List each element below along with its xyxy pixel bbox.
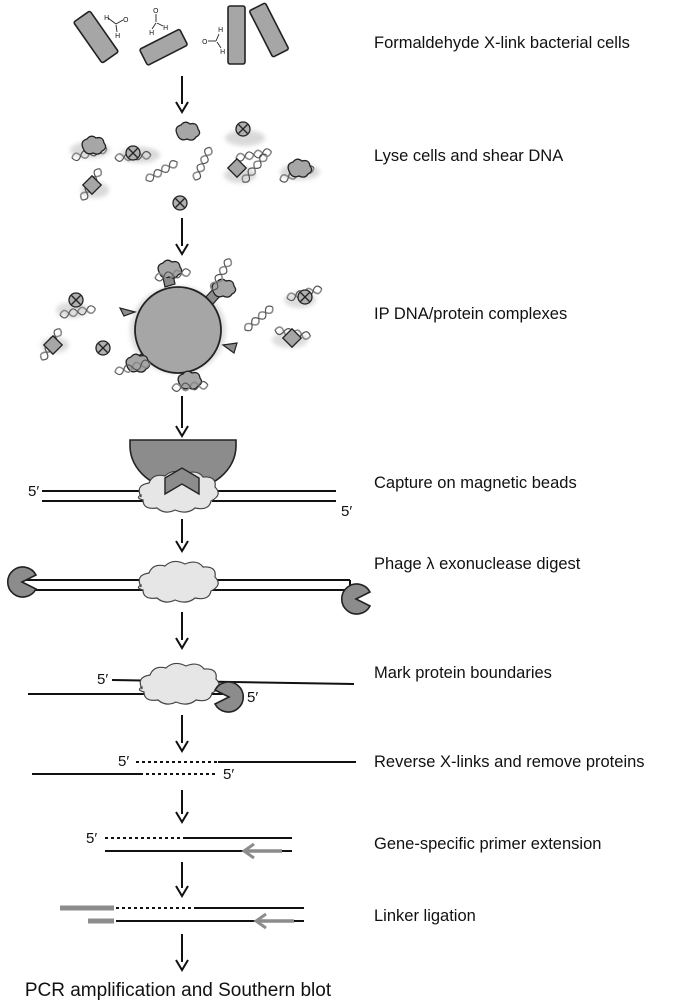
final-step-label: PCR amplification and Southern blot bbox=[25, 980, 332, 1001]
five-prime-label: 5′ bbox=[223, 766, 234, 783]
step-label-4: Capture on magnetic beads bbox=[374, 474, 577, 492]
arrow-down-icon bbox=[175, 715, 189, 753]
atom-label: H bbox=[163, 24, 168, 32]
formaldehyde-icon: H O H bbox=[104, 14, 129, 40]
rod-cell-icon bbox=[227, 5, 246, 65]
step-label-2: Lyse cells and shear DNA bbox=[374, 147, 563, 165]
crossed-circle-icon bbox=[125, 145, 141, 161]
step-label-5: Phage λ exonuclease digest bbox=[374, 555, 581, 573]
protein-cloud-icon bbox=[138, 662, 220, 705]
step-6-illustration: 5′ 5′ bbox=[28, 662, 355, 713]
step-9-illustration bbox=[60, 905, 304, 930]
five-prime-label: 5′ bbox=[86, 830, 97, 847]
atom-label: H bbox=[149, 29, 154, 37]
step-1-illustration: H O H O H H O H H bbox=[73, 2, 289, 66]
five-prime-label: 5′ bbox=[28, 483, 39, 500]
primer-arrow-icon bbox=[253, 912, 294, 930]
step-label-1: Formaldehyde X-link bacterial cells bbox=[374, 34, 630, 52]
step-7-illustration: 5′ 5′ bbox=[32, 753, 356, 783]
formaldehyde-icon: O H H bbox=[202, 26, 225, 56]
atom-label: H bbox=[218, 26, 223, 34]
atom-label: H bbox=[115, 32, 120, 40]
exonuclease-pacman-icon bbox=[6, 566, 37, 598]
arrow-down-icon bbox=[175, 396, 189, 438]
arrow-down-icon bbox=[175, 76, 189, 114]
rod-cell-icon bbox=[249, 2, 289, 58]
exonuclease-pacman-icon bbox=[340, 583, 371, 615]
step-label-9: Linker ligation bbox=[374, 907, 476, 925]
atom-label: H bbox=[104, 14, 109, 22]
crossed-circle-icon bbox=[68, 292, 84, 308]
dna-helix-icon bbox=[241, 303, 276, 334]
step-label-3: IP DNA/protein complexes bbox=[374, 305, 567, 323]
step-label-7: Reverse X-links and remove proteins bbox=[374, 753, 645, 771]
dna-helix-icon bbox=[190, 144, 215, 183]
crossed-circle-icon bbox=[95, 340, 111, 356]
antibody-icon bbox=[164, 467, 200, 496]
atom-label: H bbox=[220, 48, 225, 56]
rod-cell-icon bbox=[139, 28, 188, 66]
five-prime-label: 5′ bbox=[97, 671, 108, 688]
arrow-down-icon bbox=[175, 862, 189, 898]
arrow-down-icon bbox=[175, 218, 189, 256]
five-prime-label: 5′ bbox=[341, 503, 352, 520]
five-prime-label: 5′ bbox=[247, 689, 258, 706]
rod-cell-icon bbox=[73, 10, 119, 64]
crossed-circle-icon bbox=[235, 121, 251, 137]
step-8-illustration: 5′ bbox=[86, 830, 292, 860]
crossed-circle-icon bbox=[297, 289, 313, 305]
five-prime-label: 5′ bbox=[118, 753, 129, 770]
step-5-illustration bbox=[6, 560, 371, 615]
bead-icon bbox=[134, 286, 222, 374]
protein-cloud-icon bbox=[137, 560, 219, 603]
dna-helix-icon bbox=[143, 157, 180, 185]
arrow-down-icon bbox=[175, 934, 189, 972]
protein-blob-icon bbox=[157, 259, 183, 279]
arrow-down-icon bbox=[175, 519, 189, 553]
atom-label: O bbox=[153, 7, 159, 15]
step-label-6: Mark protein boundaries bbox=[374, 664, 552, 682]
step-4-illustration: 5′ 5′ bbox=[28, 439, 352, 520]
protein-blob-icon bbox=[175, 121, 201, 141]
step-label-8: Gene-specific primer extension bbox=[374, 835, 601, 853]
primer-arrow-icon bbox=[241, 842, 282, 860]
atom-label: O bbox=[202, 38, 208, 46]
formaldehyde-icon: O H H bbox=[149, 7, 168, 37]
arrow-down-icon bbox=[175, 612, 189, 650]
protein-blob-icon bbox=[81, 135, 107, 155]
step-3-illustration bbox=[37, 256, 324, 393]
atom-label: O bbox=[123, 16, 129, 24]
protein-blob-icon bbox=[287, 158, 313, 178]
crossed-circle-icon bbox=[172, 195, 188, 211]
step-2-illustration bbox=[70, 121, 320, 211]
arrow-down-icon bbox=[175, 790, 189, 824]
exonuclease-pacman-icon bbox=[214, 681, 245, 713]
